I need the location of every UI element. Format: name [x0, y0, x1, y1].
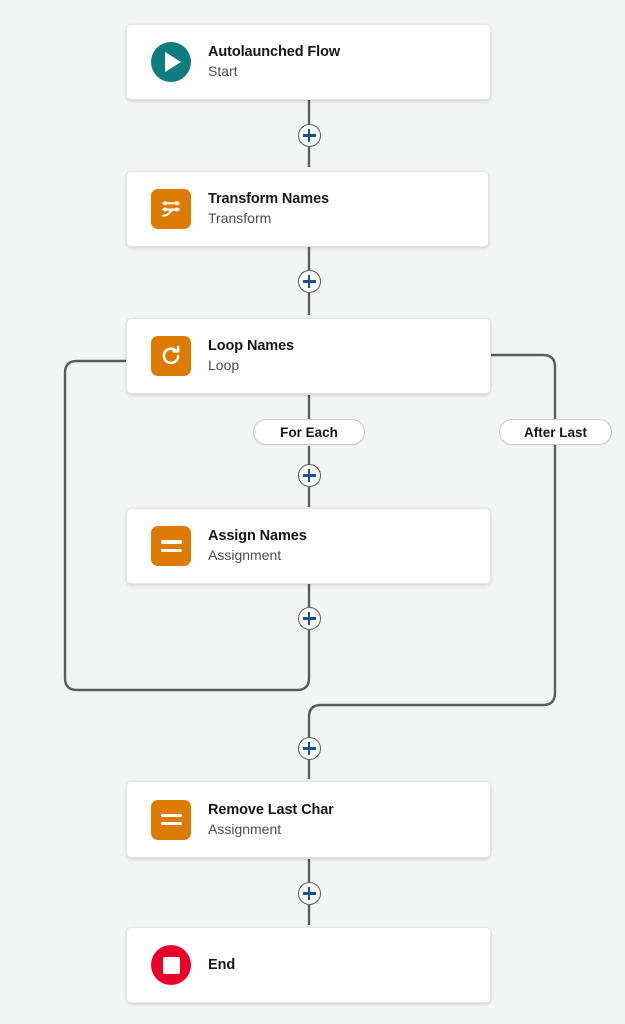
- branch-label-after-last[interactable]: After Last: [499, 419, 612, 445]
- flow-node-start[interactable]: Autolaunched Flow Start: [126, 24, 491, 100]
- node-title: Loop Names: [208, 338, 295, 354]
- add-element-button-after-assign-names[interactable]: [297, 607, 321, 630]
- flow-node-transform[interactable]: Transform Names Transform: [126, 171, 489, 247]
- transform-icon: [151, 189, 191, 229]
- add-element-button-for-each-branch[interactable]: [297, 464, 321, 487]
- add-element-button-after-start[interactable]: [297, 124, 321, 147]
- node-subtitle: Loop: [208, 357, 240, 373]
- assignment-icon: [151, 799, 191, 840]
- assignment-icon: [151, 526, 191, 566]
- node-title: Assign Names: [208, 528, 307, 544]
- branch-label-for-each[interactable]: For Each: [253, 419, 365, 445]
- stop-end-icon: [151, 945, 191, 985]
- node-title: End: [208, 957, 236, 973]
- node-subtitle: Start: [208, 63, 238, 79]
- loop-icon: [151, 336, 191, 376]
- play-start-icon: [151, 42, 191, 82]
- node-title: Transform Names: [208, 191, 329, 207]
- flow-node-assign-names[interactable]: Assign Names Assignment: [126, 508, 491, 584]
- flow-node-loop[interactable]: Loop Names Loop: [126, 318, 491, 394]
- node-subtitle: Transform: [208, 210, 272, 226]
- node-title: Autolaunched Flow: [208, 44, 341, 60]
- flow-node-end[interactable]: End: [126, 927, 491, 1003]
- flow-node-remove-last-char[interactable]: Remove Last Char Assignment: [126, 781, 491, 858]
- add-element-button-after-transform[interactable]: [297, 270, 321, 293]
- add-element-button-after-remove-last-char[interactable]: [297, 882, 321, 905]
- node-title: Remove Last Char: [208, 801, 334, 818]
- node-subtitle: Assignment: [208, 820, 282, 837]
- add-element-button-after-loop-merge[interactable]: [297, 737, 321, 760]
- node-subtitle: Assignment: [208, 547, 282, 563]
